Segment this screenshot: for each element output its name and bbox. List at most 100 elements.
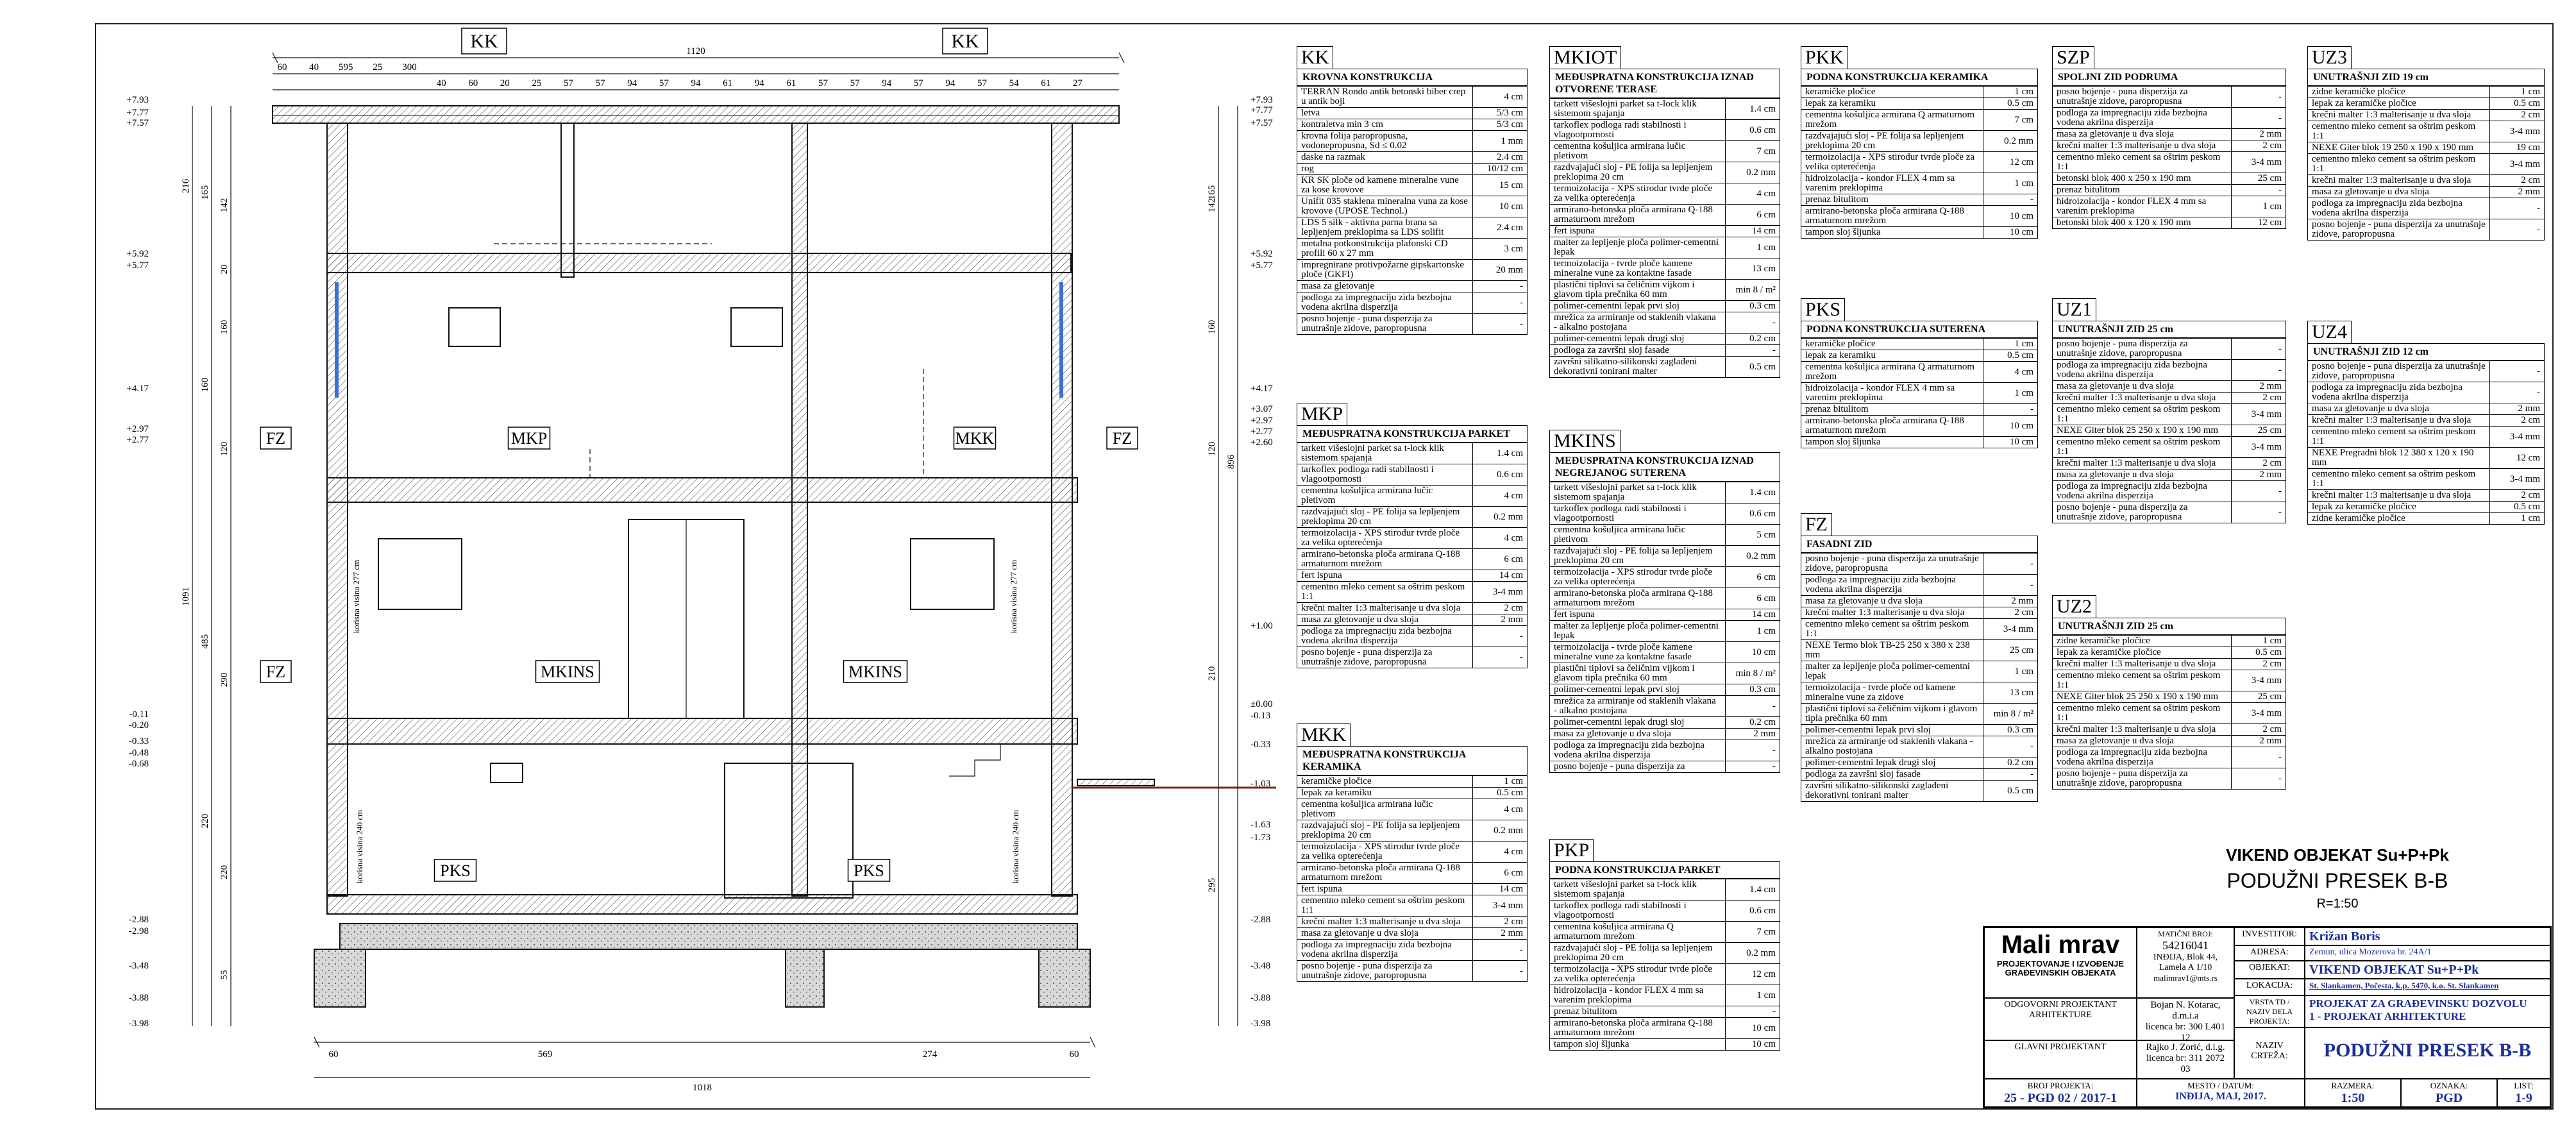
- spec-row: plastični tiplovi sa čeličnim vijkom i g…: [1549, 279, 1780, 301]
- layer-thickness: 1 cm: [2231, 196, 2286, 217]
- spec-row: podloga za impregnaciju zida bezbojna vo…: [2052, 480, 2286, 502]
- layer-name: termoizolacija - XPS stirodur tvrde ploč…: [1297, 527, 1473, 549]
- layer-thickness: -: [1983, 736, 2038, 757]
- spec-row: podloga za impregnaciju zida bezbojna vo…: [1801, 574, 2038, 596]
- spec-row: razdvajajući sloj - PE folija sa lepljen…: [1549, 942, 1780, 964]
- layer-name: LDS 5 silk - aktivna parna brana sa lepl…: [1297, 217, 1473, 239]
- room-tag-box: [843, 660, 908, 683]
- spec-row: krečni malter 1:3 malterisanje u dva slo…: [2052, 723, 2286, 736]
- spec-row: termoizolacija - XPS stirodur tvrde ploč…: [1549, 566, 1780, 588]
- layer-thickness: 2 cm: [1472, 916, 1528, 928]
- spec-row: LDS 5 silk - aktivna parna brana sa lepl…: [1297, 217, 1528, 239]
- layer-name: cementno mleko cement sa oštrim peskom 1…: [2307, 468, 2490, 490]
- spec-row: armirano-betonska ploča armirana Q-188 a…: [1549, 588, 1780, 609]
- layer-name: cementna košuljica armirana lučic pletiv…: [1549, 524, 1726, 546]
- layer-thickness: 25 cm: [2231, 425, 2286, 437]
- spec-row: cementno mleko cement sa oštrim peskom 1…: [2052, 670, 2286, 691]
- layer-thickness: 2 mm: [1472, 927, 1528, 940]
- spec-code: UZ2: [2052, 595, 2096, 618]
- spec-row: podloga za impregnaciju zida bezbojna vo…: [2307, 382, 2545, 403]
- layer-thickness: 0.5 cm: [1472, 787, 1528, 799]
- layer-name: krečni malter 1:3 malterisanje u dva slo…: [2307, 109, 2490, 121]
- layer-thickness: 6 cm: [1725, 566, 1780, 588]
- spec-row: hidroizolacija - kondor FLEX 4 mm sa var…: [1801, 382, 2038, 404]
- layer-thickness: 2 mm: [1983, 595, 2038, 607]
- vdim-left: 160: [200, 378, 210, 393]
- level-mark-right: -1.63: [1250, 820, 1270, 830]
- vdim-right: 120: [1207, 442, 1217, 457]
- layer-thickness: 1 cm: [1725, 985, 1780, 1006]
- spec-code: MKK: [1297, 723, 1351, 746]
- layer-thickness: 2 mm: [2231, 128, 2286, 140]
- roof-slab: [272, 105, 1120, 124]
- vdim-left: 160: [219, 320, 230, 335]
- layer-name: termoizolacija - tvrde ploče kamene mine…: [1549, 641, 1726, 663]
- layer-name: fert ispuna: [1549, 609, 1726, 621]
- investitor-value: Križan Boris: [2305, 927, 2550, 945]
- spec-row: posno bojenje - puna disperzija za unutr…: [1297, 313, 1528, 335]
- spec-row: cementno mleko cement sa oštrim peskom 1…: [2307, 121, 2545, 142]
- spec-row: termoizolacija - XPS stirodur tvrde ploč…: [1801, 151, 2038, 173]
- layer-name: mrežica za armiranje od staklenih vlakan…: [1801, 736, 1983, 757]
- dim-top-part: 595: [339, 62, 353, 72]
- footing-right: [1038, 949, 1091, 1008]
- floor-slab-basement: [326, 894, 1078, 915]
- room-tag-box: [847, 859, 891, 882]
- layer-name: zidne keramičke pločice: [2307, 512, 2490, 525]
- footing-left: [314, 949, 366, 1008]
- level-mark-right: -3.88: [1250, 993, 1270, 1003]
- layer-thickness: 6 cm: [1725, 204, 1780, 226]
- vdim-left: 220: [219, 865, 230, 880]
- layer-name: masa za gletovanje u dva sloja: [2052, 469, 2232, 481]
- spec-row: termoizolacija - tvrde ploče od kamene m…: [1801, 682, 2038, 704]
- layer-thickness: 3-4 mm: [2231, 436, 2286, 458]
- layer-name: mrežica za armiranje od staklenih vlakan…: [1549, 312, 1726, 334]
- spec-row: posno bojenje - puna disperzija za unutr…: [1297, 647, 1528, 668]
- layer-name: lepak za keramiku: [1801, 350, 1983, 362]
- objekat-label: OBJEKAT:: [2234, 961, 2305, 979]
- level-mark-left: -3.98: [129, 1019, 149, 1029]
- spec-row: masa za gletovanje-: [1297, 280, 1528, 292]
- window-ground-right: [910, 538, 995, 610]
- layer-name: cementno mleko cement sa oštrim peskom 1…: [1297, 895, 1473, 917]
- layer-thickness: 25 cm: [2231, 691, 2286, 703]
- layer-thickness: 10/12 cm: [1472, 163, 1528, 175]
- window-ground-left: [378, 538, 462, 610]
- level-mark-left: +5.77: [126, 260, 149, 271]
- layer-name: NEXE Pregradni blok 12 380 x 120 x 190 m…: [2307, 447, 2490, 469]
- spec-row: metalna potkonstrukcija plafonski CD pro…: [1297, 238, 1528, 260]
- layer-name: armirano-betonska ploča armirana Q-188 a…: [1801, 415, 1983, 437]
- layer-thickness: 1.4 cm: [1472, 443, 1528, 464]
- layer-thickness: 12 cm: [1725, 963, 1780, 985]
- layer-name: tarkett višeslojni parket sa t-lock klik…: [1297, 443, 1473, 464]
- door-basement: [724, 763, 854, 899]
- layer-thickness: 3-4 mm: [2489, 153, 2545, 175]
- room-tag-label: PKS: [854, 861, 884, 880]
- layer-thickness: -: [1983, 574, 2038, 596]
- layer-thickness: -: [1983, 403, 2038, 416]
- company-info: MATIČNI BROJ: 54216041 INĐIJA, Blok 44, …: [2137, 927, 2234, 998]
- spec-row: cementna košuljica armirana lučic pletiv…: [1549, 524, 1780, 546]
- level-mark-right: -1.73: [1250, 833, 1270, 843]
- glavni-label: GLAVNI PROJEKTANT: [1984, 1040, 2137, 1079]
- layer-name: masa za gletovanje u dva sloja: [2307, 403, 2490, 415]
- layer-name: keramičke pločice: [1801, 86, 1983, 98]
- dim-top-part: 57: [977, 78, 988, 89]
- layer-thickness: min 8 / m²: [1983, 703, 2038, 725]
- layer-name: cementno mleko cement sa oštrim peskom 1…: [2052, 151, 2232, 173]
- layer-name: podloga za impregnaciju zida bezbojna vo…: [1549, 740, 1726, 761]
- spec-row: cementno mleko cement sa oštrim peskom 1…: [2307, 153, 2545, 175]
- spec-row: posno bojenje - puna disperzija za unutr…: [1801, 553, 2038, 575]
- dim-top-part: 25: [532, 78, 541, 89]
- layer-thickness: -: [2231, 107, 2286, 129]
- spec-row: prenaz bitulitom-: [1801, 194, 2038, 206]
- spec-code: MKP: [1297, 403, 1348, 425]
- dim-top-part: 27: [1073, 78, 1083, 89]
